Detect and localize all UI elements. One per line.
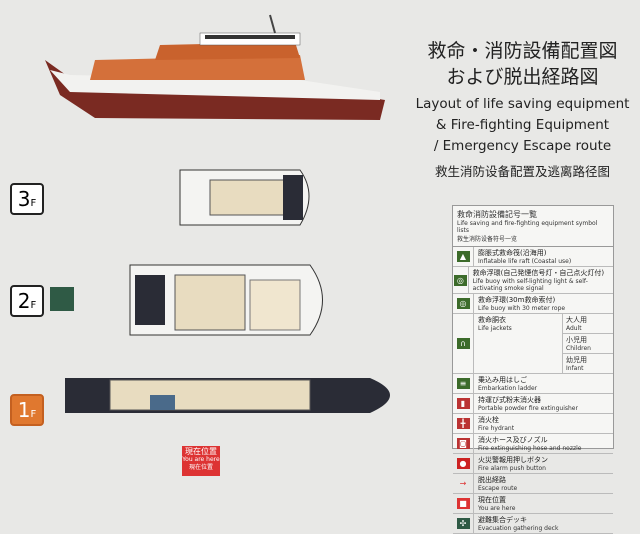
gathering-deck-icon: ✣ — [456, 518, 470, 529]
legend-label-jp: 消火ホース及びノズル — [478, 436, 548, 444]
legend-label-jp: 現在位置 — [478, 496, 506, 504]
legend-label-en: Life buoy with self-lighting light & sel… — [472, 278, 588, 292]
title-en-3: / Emergency Escape route — [433, 138, 612, 154]
legend-label-en: Escape route — [478, 485, 518, 492]
legend-label-jp: 膨脹式救命筏(沿海用) — [478, 249, 547, 257]
title-en-1: Layout of life saving equipment — [415, 96, 630, 112]
legend-label-jp: 救命浮環(30m救命索付) — [478, 296, 556, 304]
legend-label-jp: 消火栓 — [478, 416, 499, 424]
title-en-2: & Fire-fighting Equipment — [435, 117, 610, 133]
liferaft-icon: ▲ — [456, 251, 470, 262]
legend-label-en: Evacuation gathering deck — [478, 525, 559, 532]
legend-label-jp: 避難集合デッキ — [478, 516, 527, 524]
legend-row: ◎ 救命浮環(30m救命索付)Life buoy with 30 meter ro… — [453, 294, 613, 314]
deck-plan-3f — [179, 169, 310, 226]
legend-row: ◎ 救命浮環(自己発煙信号灯・自己点火灯付)Life buoy with self… — [453, 267, 613, 294]
lifebuoy-rope-icon: ◎ — [456, 298, 470, 309]
title-jp-1: 救命・消防設備配置図 — [427, 40, 618, 62]
legend-label-jp: 持運び式粉末消火器 — [478, 396, 541, 404]
sign-title: 救命・消防設備配置図 および脱出経路図 Layout of life savin… — [415, 38, 630, 180]
legend-label-jp: 乗込み用はしご — [478, 376, 527, 384]
legend-label-en: Portable powder fire extinguisher — [478, 405, 578, 412]
title-cn: 救生消防设备配置及逃离路径图 — [434, 164, 610, 179]
legend-row: ▲ 膨脹式救命筏(沿海用)Inflatable life raft (Coasta… — [453, 247, 613, 267]
gathering-deck-icon — [50, 287, 74, 311]
legend-label-en: Inflatable life raft (Coastal use) — [478, 258, 572, 265]
hose-icon: ◙ — [456, 438, 470, 449]
here-icon: ■ — [456, 498, 470, 509]
lifejacket-icon: ∩ — [456, 338, 470, 349]
deck-plan-1f — [65, 378, 390, 413]
ship-diagram — [45, 14, 390, 413]
extinguisher-icon: ▮ — [456, 398, 470, 409]
legend-label-jp: 火災警報用押しボタン — [478, 456, 548, 464]
legend-label-en: Fire hydrant — [478, 425, 515, 432]
hydrant-icon: ╋ — [456, 418, 470, 429]
ladder-icon: ≡ — [456, 378, 470, 389]
legend-label-en: Embarkation ladder — [478, 385, 538, 392]
legend-label-en: You are here — [478, 505, 516, 512]
legend-label-en: Life jackets — [478, 325, 512, 332]
legend-label-jp: 救命浮環(自己発煙信号灯・自己点火灯付) — [472, 269, 605, 277]
deck-plan-2f — [129, 264, 323, 336]
ship-side-view — [45, 14, 385, 120]
alarm-button-icon: ● — [456, 458, 470, 469]
legend-label-en: Fire alarm push button — [478, 465, 546, 472]
legend-label-jp: 救命胴衣 — [478, 316, 506, 324]
legend-label-en: Life buoy with 30 meter rope — [478, 305, 566, 312]
legend-label-en: Fire extinguishing hose and nozzle — [478, 445, 582, 452]
legend-label-jp: 脱出経路 — [478, 476, 506, 484]
lifebuoy-light-icon: ◎ — [453, 274, 467, 286]
title-jp-2: および脱出経路図 — [446, 66, 599, 88]
